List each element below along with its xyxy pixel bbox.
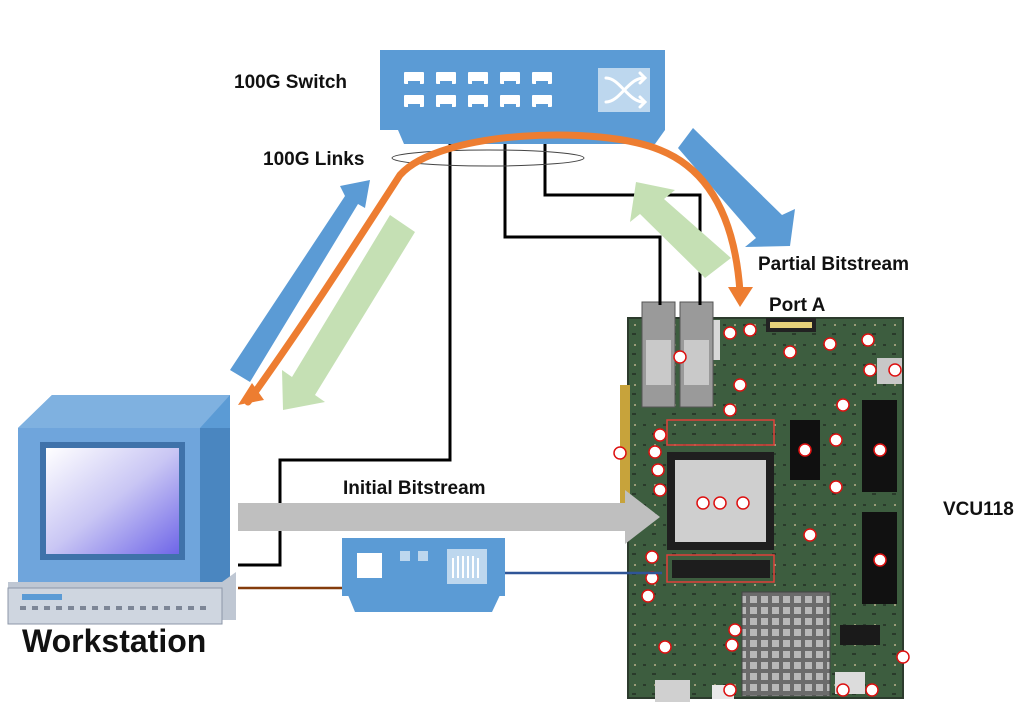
partial-bitstream-label: Partial Bitstream xyxy=(758,254,910,275)
partial-bitstream-blue-arrow xyxy=(678,128,795,247)
board-label: VCU118 xyxy=(943,499,1014,520)
switch-icon xyxy=(380,50,665,144)
port-a-label: Port A xyxy=(769,295,826,316)
partial-bitstream-green-arrow xyxy=(630,182,731,278)
uplink-arrow xyxy=(230,180,370,382)
initial-bitstream-arrow xyxy=(238,490,660,544)
links-label: 100G Links xyxy=(263,149,365,170)
workstation-label: Workstation xyxy=(22,623,207,659)
links-bundle-ellipse xyxy=(391,149,585,167)
initial-bitstream-label: Initial Bitstream xyxy=(343,478,486,499)
data-path-arrow xyxy=(238,131,753,406)
downlink-green-arrow xyxy=(282,215,415,410)
workstation-icon xyxy=(7,395,236,625)
switch-label: 100G Switch xyxy=(234,72,347,93)
fpga-board-icon xyxy=(613,301,910,702)
programmer-icon xyxy=(342,538,505,612)
